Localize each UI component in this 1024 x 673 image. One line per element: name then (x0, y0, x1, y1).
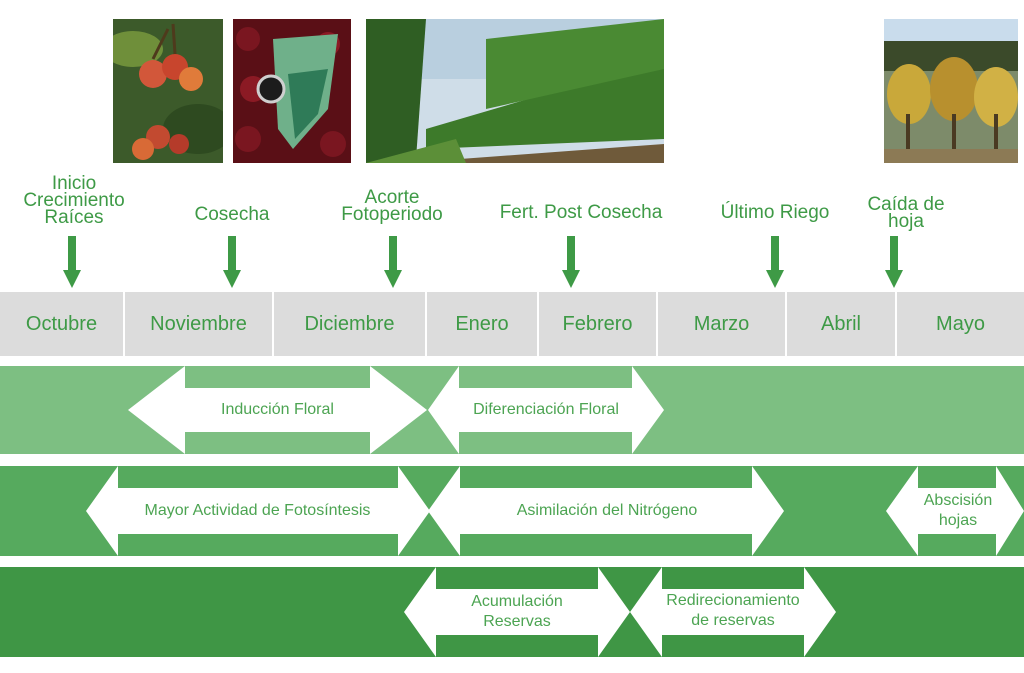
event-root-growth-line3: Raíces (44, 207, 104, 228)
label-reserve-accumulation: Acumulación Reservas (436, 592, 598, 632)
label-floral-differentiation: Diferenciación Floral (473, 401, 619, 418)
label-reserve-redirection-line2: de reservas (691, 612, 775, 629)
event-leaf-fall-line2: hoja (888, 211, 924, 232)
label-nitrogen-assimilation: Asimilación del Nitrógeno (516, 502, 698, 519)
event-post-harvest-fertilization: Fert. Post Cosecha (499, 202, 663, 223)
event-leaf-fall: Caída de hoja (852, 194, 960, 232)
label-reserve-accumulation-line1: Acumulación (471, 593, 563, 610)
event-photoperiod-line1: Acorte (364, 187, 420, 208)
band-floral: Inducción Floral Diferenciación Floral (0, 366, 1024, 454)
photo-leaf-fall-orchard (884, 19, 1018, 163)
double-arrow-icon (404, 567, 836, 657)
photo-cherries-bag (233, 19, 351, 163)
label-photosynthesis: Mayor Actividad de Fotosíntesis (144, 502, 371, 519)
event-root-growth-line2: Crecimiento (23, 190, 125, 211)
arrow-down-icon (384, 236, 402, 288)
event-leaf-fall-line1: Caída de (867, 194, 945, 215)
month-december: Diciembre (274, 292, 425, 356)
label-leaf-abscission-line2: hojas (938, 512, 978, 529)
arrow-down-icon (223, 236, 241, 288)
label-leaf-abscission: Abscisión hojas (905, 491, 1011, 531)
event-root-growth: Inicio Crecimiento Raíces (6, 173, 142, 228)
event-harvest: Cosecha (194, 204, 270, 225)
event-last-irrigation: Último Riego (720, 202, 830, 223)
arrow-down-icon (885, 236, 903, 288)
month-february: Febrero (539, 292, 656, 356)
month-timeline: Octubre Noviembre Diciembre Enero Febrer… (0, 292, 1024, 356)
arrow-down-icon (63, 236, 81, 288)
month-january: Enero (427, 292, 537, 356)
event-root-growth-line1: Inicio (51, 173, 97, 194)
month-march: Marzo (658, 292, 785, 356)
label-reserve-redirection: Redirecionamiento de reservas (640, 591, 826, 631)
arrow-down-icon (562, 236, 580, 288)
month-november: Noviembre (125, 292, 272, 356)
label-floral-induction: Inducción Floral (221, 401, 334, 418)
event-photoperiod: Acorte Fotoperiodo (322, 187, 462, 225)
month-may: Mayo (897, 292, 1024, 356)
double-arrow-icon (86, 466, 1024, 556)
label-reserve-accumulation-line2: Reservas (483, 613, 551, 630)
label-leaf-abscission-line1: Abscisión (923, 492, 993, 509)
band-activity: Mayor Actividad de Fotosíntesis Asimilac… (0, 466, 1024, 556)
month-october: Octubre (0, 292, 123, 356)
photo-cherries-branch (113, 19, 223, 163)
event-photoperiod-line2: Fotoperiodo (341, 204, 443, 225)
month-april: Abril (787, 292, 895, 356)
arrow-down-icon (766, 236, 784, 288)
photo-orchard-rows (366, 19, 664, 163)
double-arrow-icon (128, 366, 664, 454)
band-reserves: Acumulación Reservas Redirecionamiento d… (0, 567, 1024, 657)
label-reserve-redirection-line1: Redirecionamiento (666, 592, 800, 609)
